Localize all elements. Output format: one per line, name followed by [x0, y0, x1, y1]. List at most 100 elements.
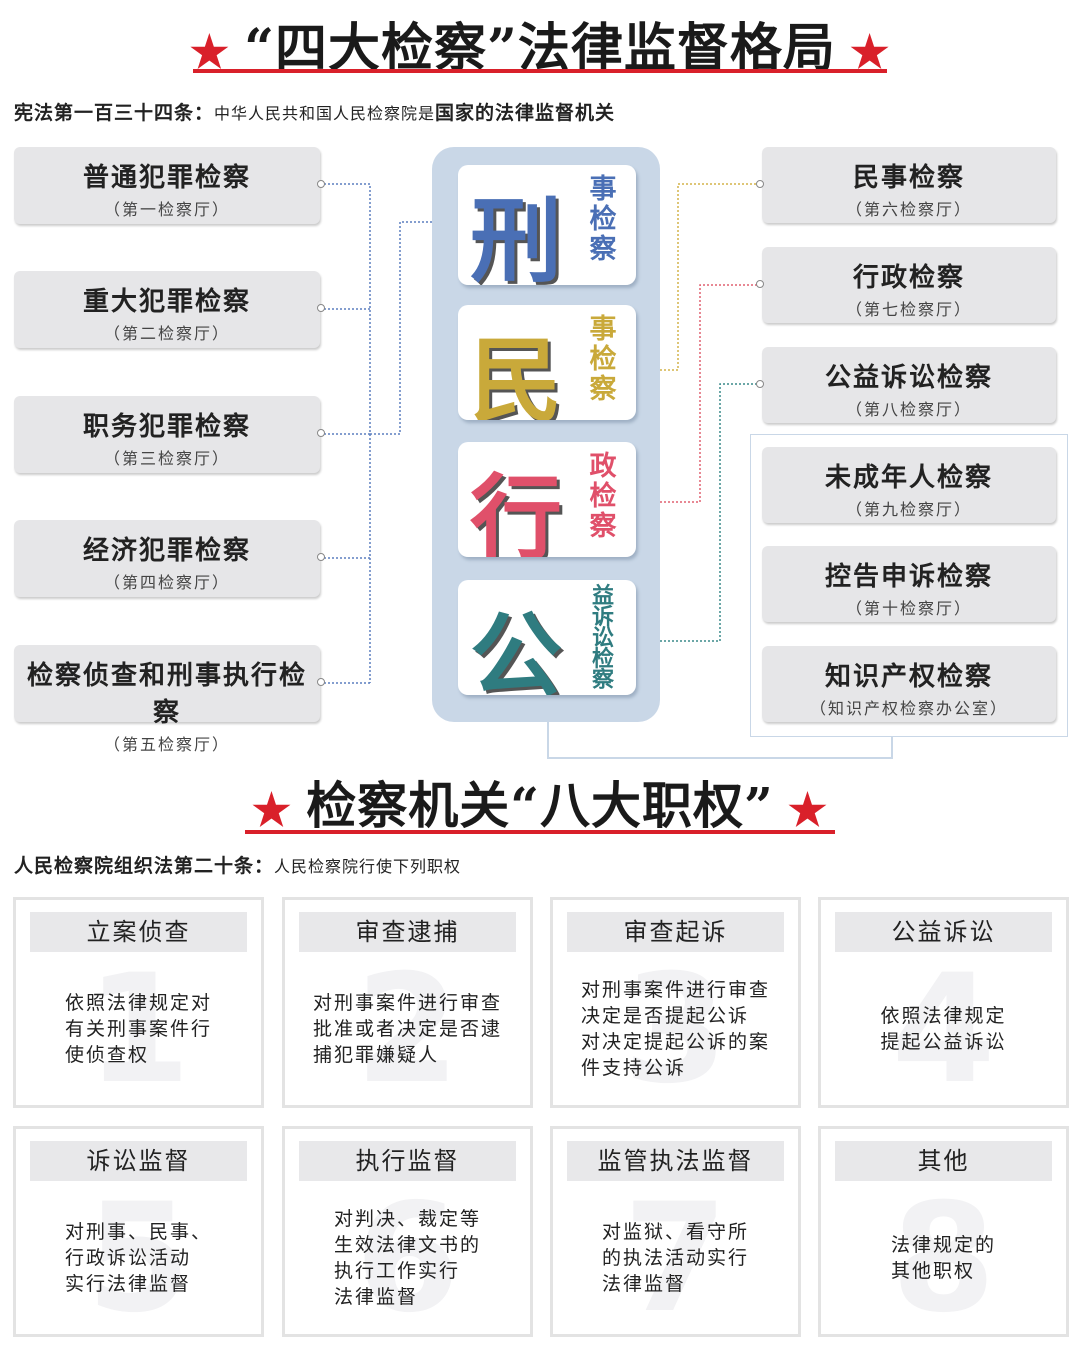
right-procuratorate-box: 知识产权检察（知识产权检察办公室） — [762, 646, 1056, 722]
power-title: 立案侦查 — [30, 912, 247, 952]
power-title: 审查逮捕 — [299, 912, 516, 952]
bracket-box — [750, 434, 1068, 737]
power-number: 6 — [355, 1172, 460, 1346]
category-character: 刑 — [470, 187, 563, 285]
box-dept: （第五检察厅） — [103, 735, 230, 754]
admin-connector — [652, 284, 760, 503]
power-description: 依照法律规定对 有关刑事案件行 使侦查权 — [64, 991, 212, 1066]
power-description: 依照法律规定 提起公益诉讼 — [880, 1004, 1007, 1053]
power-description: 对刑事案件进行审查 决定是否提起公诉 对决定提起公诉的案 件支持公诉 — [580, 978, 770, 1079]
connector-dot — [756, 180, 764, 188]
box-title: 控告申诉检察 — [824, 562, 993, 592]
right-procuratorate-box: 公益诉讼检察 （第八检察厅） — [762, 347, 1056, 423]
category-character: 公 — [470, 602, 563, 695]
public-interest-connector — [652, 383, 760, 642]
right-procuratorate-box: 控告申诉检察 （第十检察厅） — [762, 546, 1056, 622]
procuratorate-category-card: 民事检察 — [458, 305, 636, 420]
left-procuratorate-box: 重大犯罪检察 （第二检察厅） — [14, 271, 320, 348]
box-title: 未成年人检察 — [824, 463, 993, 493]
box-title: 民事检察 — [852, 163, 965, 193]
power-number: 3 — [623, 943, 728, 1117]
power-description: 对刑事案件进行审查 批准或者决定是否逮 捕犯罪嫌疑人 — [312, 991, 502, 1066]
star-icon: ★ — [251, 784, 293, 836]
power-number: 7 — [623, 1172, 728, 1346]
power-number: 2 — [355, 943, 460, 1117]
left-procuratorate-box: 经济犯罪检察 （第四检察厅） — [14, 520, 320, 597]
quote-source: 人民检察院组织法第二十条： — [14, 855, 275, 877]
power-title: 审查起诉 — [567, 912, 784, 952]
box-dept: （第十检察厅） — [845, 599, 972, 618]
box-title: 职务犯罪检察 — [82, 412, 251, 442]
power-title: 执行监督 — [299, 1141, 516, 1181]
title-underline — [193, 69, 887, 73]
box-dept: （第二检察厅） — [103, 324, 230, 343]
connector-dot — [317, 553, 325, 561]
power-description: 对判决、裁定等 生效法律文书的 执行工作实行 法律监督 — [333, 1207, 481, 1308]
title-text: “四大检察”法律监督格局 — [244, 18, 836, 79]
connector-dot — [756, 380, 764, 388]
category-suffix: 事检察 — [589, 314, 617, 405]
constitution-quote: 宪法第一百三十四条：中华人民共和国人民检察院是国家的法律监督机关 — [14, 98, 615, 125]
quote-text: 中华人民共和国人民检察院是 — [214, 104, 436, 123]
box-title: 经济犯罪检察 — [82, 536, 251, 566]
box-dept: （第六检察厅） — [845, 200, 972, 219]
criminal-connector — [324, 183, 440, 684]
procuratorate-category-card: 刑事检察 — [458, 165, 636, 285]
connector-dot — [317, 180, 325, 188]
category-character: 民 — [470, 327, 563, 420]
civil-connector — [652, 183, 760, 371]
box-dept: （第四检察厅） — [103, 573, 230, 592]
connector-dot — [317, 678, 325, 686]
category-suffix: 事检察 — [589, 174, 617, 265]
box-title: 重大犯罪检察 — [82, 287, 251, 317]
box-dept: （第九检察厅） — [845, 500, 972, 519]
category-suffix: 益诉讼检察 — [591, 584, 614, 693]
power-number: 1 — [86, 943, 191, 1117]
title-underline — [245, 830, 835, 834]
procuratorate-category-card: 行政检察 — [458, 442, 636, 557]
power-description: 对监狱、看守所 的执法活动实行 法律监督 — [601, 1220, 749, 1295]
star-icon: ★ — [787, 784, 829, 836]
quote-text: 人民检察院行使下列职权 — [274, 857, 462, 876]
power-number: 8 — [891, 1172, 996, 1346]
left-procuratorate-box: 普通犯罪检察 （第一检察厅） — [14, 147, 320, 224]
title-eight-powers: ★检察机关“八大职权”★ — [0, 766, 1080, 838]
right-procuratorate-box: 民事检察 （第六检察厅） — [762, 147, 1056, 223]
power-title: 公益诉讼 — [835, 912, 1052, 952]
power-description: 法律规定的 其他职权 — [890, 1233, 996, 1282]
left-procuratorate-box: 职务犯罪检察 （第三检察厅） — [14, 396, 320, 473]
title-four-procuratorates: ★“四大检察”法律监督格局★ — [0, 6, 1080, 81]
category-suffix: 政检察 — [589, 451, 617, 542]
quote-emphasis: 国家的法律监督机关 — [435, 102, 616, 124]
box-dept: （第七检察厅） — [845, 300, 972, 319]
connector-dot — [756, 280, 764, 288]
power-number: 5 — [86, 1172, 191, 1346]
title-text: 检察机关“八大职权” — [306, 776, 774, 835]
box-title: 行政检察 — [852, 263, 965, 293]
power-title: 监管执法监督 — [567, 1141, 784, 1181]
left-procuratorate-box: 检察侦查和刑事执行检察（第五检察厅） — [14, 645, 320, 754]
category-character: 行 — [470, 464, 563, 557]
connector-dot — [317, 429, 325, 437]
box-dept: （知识产权检察办公室） — [809, 699, 1008, 718]
box-dept: （第一检察厅） — [103, 200, 230, 219]
box-dept: （第三检察厅） — [103, 449, 230, 468]
power-title: 其他 — [835, 1141, 1052, 1181]
box-title: 普通犯罪检察 — [82, 163, 251, 193]
box-title: 公益诉讼检察 — [824, 363, 993, 393]
procuratorate-category-card: 公 益诉讼检察 — [458, 580, 636, 695]
right-procuratorate-box: 行政检察 （第七检察厅） — [762, 247, 1056, 323]
power-description: 对刑事、民事、 行政诉讼活动 实行法律监督 — [64, 1220, 212, 1295]
right-procuratorate-box: 未成年人检察 （第九检察厅） — [762, 447, 1056, 523]
power-title: 诉讼监督 — [30, 1141, 247, 1181]
quote-source: 宪法第一百三十四条： — [14, 102, 215, 124]
bracket-line — [547, 722, 893, 759]
box-dept: （第八检察厅） — [845, 400, 972, 419]
